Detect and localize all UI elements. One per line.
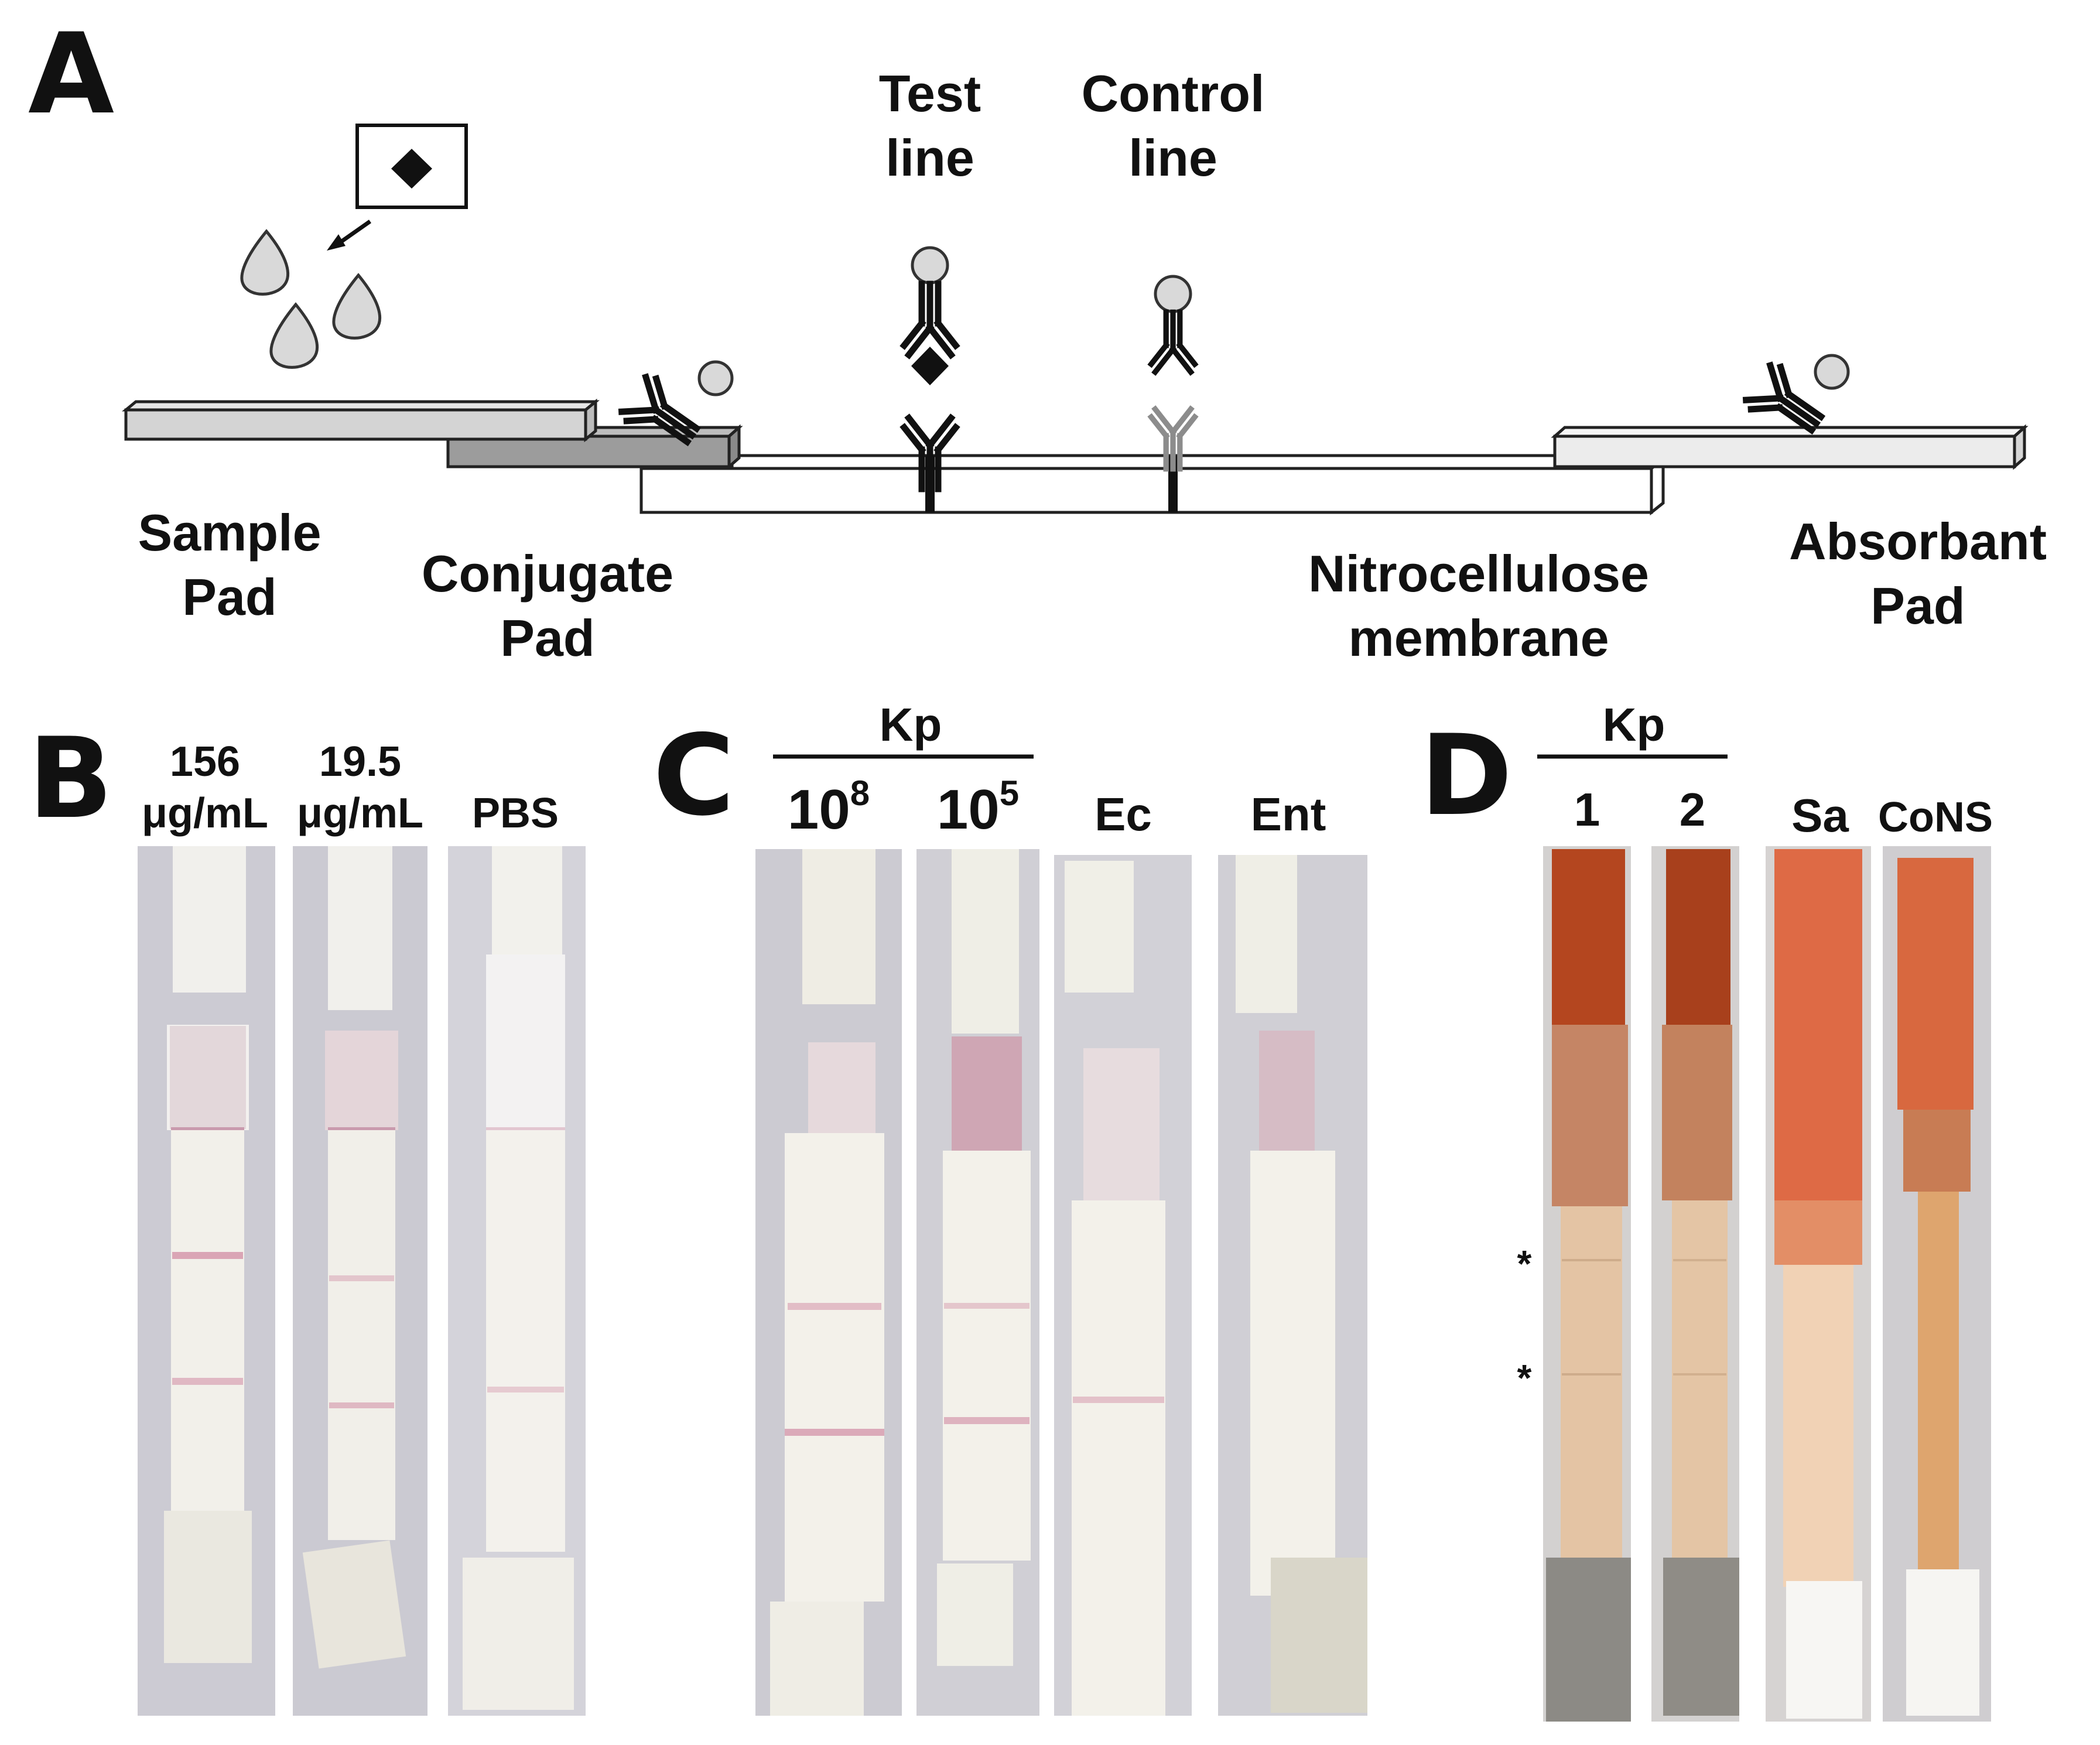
panel-c-letter: C bbox=[653, 711, 734, 840]
panel-d-letter: D bbox=[1420, 711, 1513, 840]
strip-photo-b1 bbox=[138, 846, 275, 1716]
strip-photo-c2 bbox=[916, 849, 1039, 1716]
unbound-conjugate-antibody-icon bbox=[1743, 354, 1850, 444]
panel-b-letter: B bbox=[28, 714, 113, 843]
test-line-sandwich-icon bbox=[904, 246, 956, 489]
lane-label-c2: 105 bbox=[937, 774, 1019, 841]
lateral-flow-strip-schematic bbox=[122, 398, 2029, 516]
lane-label-c3: Ec bbox=[1095, 788, 1152, 840]
strip-photo-c1 bbox=[755, 849, 902, 1716]
strip-photo-c4 bbox=[1218, 855, 1367, 1716]
lane-label-d3: Sa bbox=[1791, 789, 1849, 841]
kp-group-label-c: Kp bbox=[880, 699, 942, 751]
panel-d: D Kp 1 2 Sa CoNS * * bbox=[1420, 699, 1993, 1722]
sample-droplets-icon bbox=[240, 229, 382, 369]
strip-photo-b2 bbox=[293, 846, 427, 1716]
gold-conjugate-antibody-icon bbox=[619, 360, 734, 456]
lane-label-c4: Ent bbox=[1251, 788, 1326, 840]
kp-group-label-d: Kp bbox=[1603, 699, 1665, 751]
lane-label-c1: 108 bbox=[788, 774, 870, 841]
nitrocellulose-membrane bbox=[639, 467, 1653, 514]
panel-c: C Kp 108 105 Ec Ent bbox=[653, 699, 1367, 1716]
lane-label-d1: 1 bbox=[1574, 783, 1600, 836]
strip-photo-d2 bbox=[1651, 846, 1739, 1722]
control-line-capture-icon bbox=[1151, 275, 1195, 469]
absorbant-pad bbox=[1553, 434, 2016, 468]
strip-photo-b3 bbox=[448, 846, 586, 1716]
control-line-marker: * bbox=[1517, 1357, 1532, 1399]
lane-label-b3: PBS bbox=[472, 790, 559, 837]
strip-photo-d3 bbox=[1766, 846, 1871, 1722]
analyte-box bbox=[327, 124, 468, 251]
strip-photo-d1 bbox=[1543, 846, 1631, 1722]
sample-pad bbox=[124, 408, 587, 441]
strip-photo-d4 bbox=[1883, 846, 1991, 1722]
lane-label-d4: CoNS bbox=[1878, 794, 1993, 841]
strip-photo-c3 bbox=[1054, 855, 1192, 1716]
test-line-marker: * bbox=[1517, 1243, 1532, 1285]
panel-a: A bbox=[28, 9, 2047, 667]
panel-a-letter: A bbox=[28, 9, 114, 139]
lane-label-d2: 2 bbox=[1680, 783, 1706, 836]
